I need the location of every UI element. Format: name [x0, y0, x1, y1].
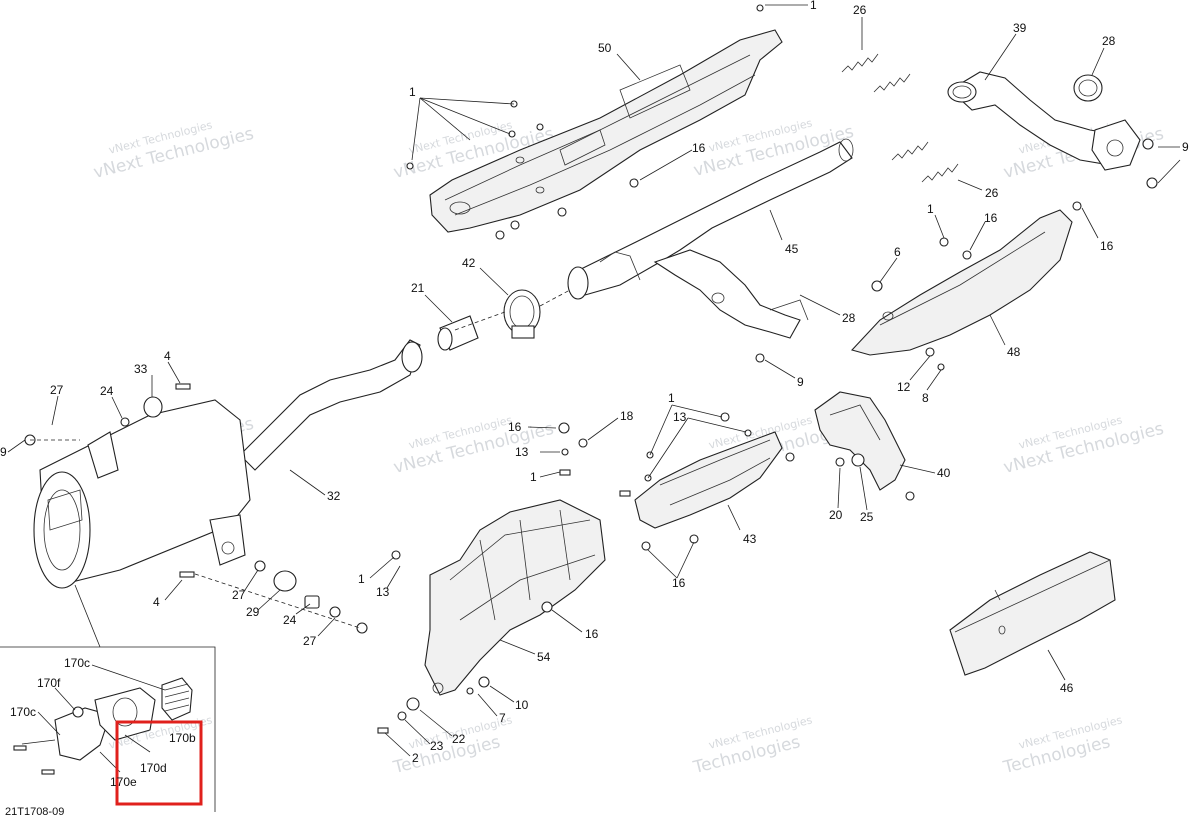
callout-45[interactable]: 45 [785, 242, 799, 256]
callout-16[interactable]: 16 [672, 576, 686, 590]
callout-16[interactable]: 16 [692, 141, 706, 155]
callout-170c[interactable]: 170c [64, 656, 90, 670]
callout-8[interactable]: 8 [922, 391, 929, 405]
part-21-sleeve[interactable] [437, 315, 479, 351]
part-45-mid-pipe[interactable] [567, 138, 854, 339]
callout-27[interactable]: 27 [232, 588, 246, 602]
callout-2[interactable]: 2 [412, 751, 419, 765]
callout-46[interactable]: 46 [1060, 681, 1074, 695]
callout-40[interactable]: 40 [937, 466, 951, 480]
callout-16[interactable]: 16 [984, 211, 998, 225]
callout-20[interactable]: 20 [829, 508, 843, 522]
part-26-springs[interactable] [841, 53, 959, 183]
callout-12[interactable]: 12 [897, 380, 911, 394]
callout-170c[interactable]: 170c [10, 705, 36, 719]
part-50-heat-shield[interactable] [429, 29, 783, 233]
callout-4[interactable]: 4 [164, 349, 171, 363]
callout-32[interactable]: 32 [327, 489, 341, 503]
callout-170e[interactable]: 170e [110, 775, 137, 789]
part-46-plate[interactable] [949, 551, 1116, 676]
part-48-side-shield[interactable] [850, 209, 1073, 356]
watermarks: vNext Technologies vNext Technologies vN… [92, 116, 1166, 778]
callout-6[interactable]: 6 [894, 245, 901, 259]
callout-26[interactable]: 26 [853, 3, 867, 17]
callout-24[interactable]: 24 [100, 384, 114, 398]
callout-43[interactable]: 43 [743, 532, 757, 546]
leader-lines [7, 4, 1181, 773]
callout-16[interactable]: 16 [585, 627, 599, 641]
part-54-fasteners [377, 412, 795, 734]
callout-48[interactable]: 48 [1007, 345, 1021, 359]
callout-9[interactable]: 9 [797, 375, 804, 389]
callout-1[interactable]: 1 [358, 572, 365, 586]
callout-1[interactable]: 1 [810, 0, 817, 12]
callout-28[interactable]: 28 [842, 311, 856, 325]
callout-25[interactable]: 25 [860, 510, 874, 524]
callout-10[interactable]: 10 [515, 698, 529, 712]
callout-1[interactable]: 1 [530, 470, 537, 484]
callout-16[interactable]: 16 [1100, 239, 1114, 253]
callout-16[interactable]: 16 [508, 420, 522, 434]
muffler[interactable] [33, 399, 251, 589]
callout-7[interactable]: 7 [499, 711, 506, 725]
part-28-gasket-top[interactable] [1073, 74, 1103, 102]
highlight-box [115, 720, 203, 806]
callout-33[interactable]: 33 [134, 362, 148, 376]
callout-54[interactable]: 54 [537, 650, 551, 664]
callout-28[interactable]: 28 [1102, 34, 1116, 48]
callout-27[interactable]: 27 [303, 634, 317, 648]
inset-170-kit [0, 584, 216, 812]
part-42-clamp[interactable] [503, 289, 541, 339]
callout-170f[interactable]: 170f [37, 676, 61, 690]
callout-24[interactable]: 24 [283, 613, 297, 627]
callout-21[interactable]: 21 [411, 281, 425, 295]
callout-29[interactable]: 29 [246, 605, 260, 619]
part-54-lower-shield[interactable] [424, 499, 606, 696]
callout-170d[interactable]: 170d [140, 761, 167, 775]
callout-13[interactable]: 13 [515, 445, 529, 459]
part-39-header-pipe[interactable] [947, 71, 1141, 171]
part-33-grommet[interactable] [143, 396, 163, 418]
callout-4[interactable]: 4 [153, 595, 160, 609]
callout-1[interactable]: 1 [668, 391, 675, 405]
part-43-bracket[interactable] [634, 431, 783, 529]
callout-1[interactable]: 1 [927, 202, 934, 216]
callout-13[interactable]: 13 [673, 410, 687, 424]
callout-50[interactable]: 50 [598, 41, 612, 55]
callout-9[interactable]: 9 [1182, 140, 1189, 154]
part-40-guard[interactable] [814, 391, 906, 491]
callout-26[interactable]: 26 [985, 186, 999, 200]
callout-23[interactable]: 23 [430, 739, 444, 753]
callout-13[interactable]: 13 [376, 585, 390, 599]
diagram-id: 21T1708-09 [5, 806, 64, 818]
callout-42[interactable]: 42 [462, 256, 476, 270]
callout-9[interactable]: 9 [0, 445, 7, 459]
callout-18[interactable]: 18 [620, 409, 634, 423]
small-fasteners [24, 4, 1158, 634]
part-29-grommet[interactable] [273, 570, 297, 592]
callout-170b[interactable]: 170b [169, 731, 196, 745]
part-32-tailpipe[interactable] [239, 339, 423, 471]
callout-22[interactable]: 22 [452, 732, 466, 746]
part-20-25-washers [835, 453, 915, 501]
callout-1[interactable]: 1 [409, 85, 416, 99]
callout-27[interactable]: 27 [50, 383, 64, 397]
callout-39[interactable]: 39 [1013, 21, 1027, 35]
